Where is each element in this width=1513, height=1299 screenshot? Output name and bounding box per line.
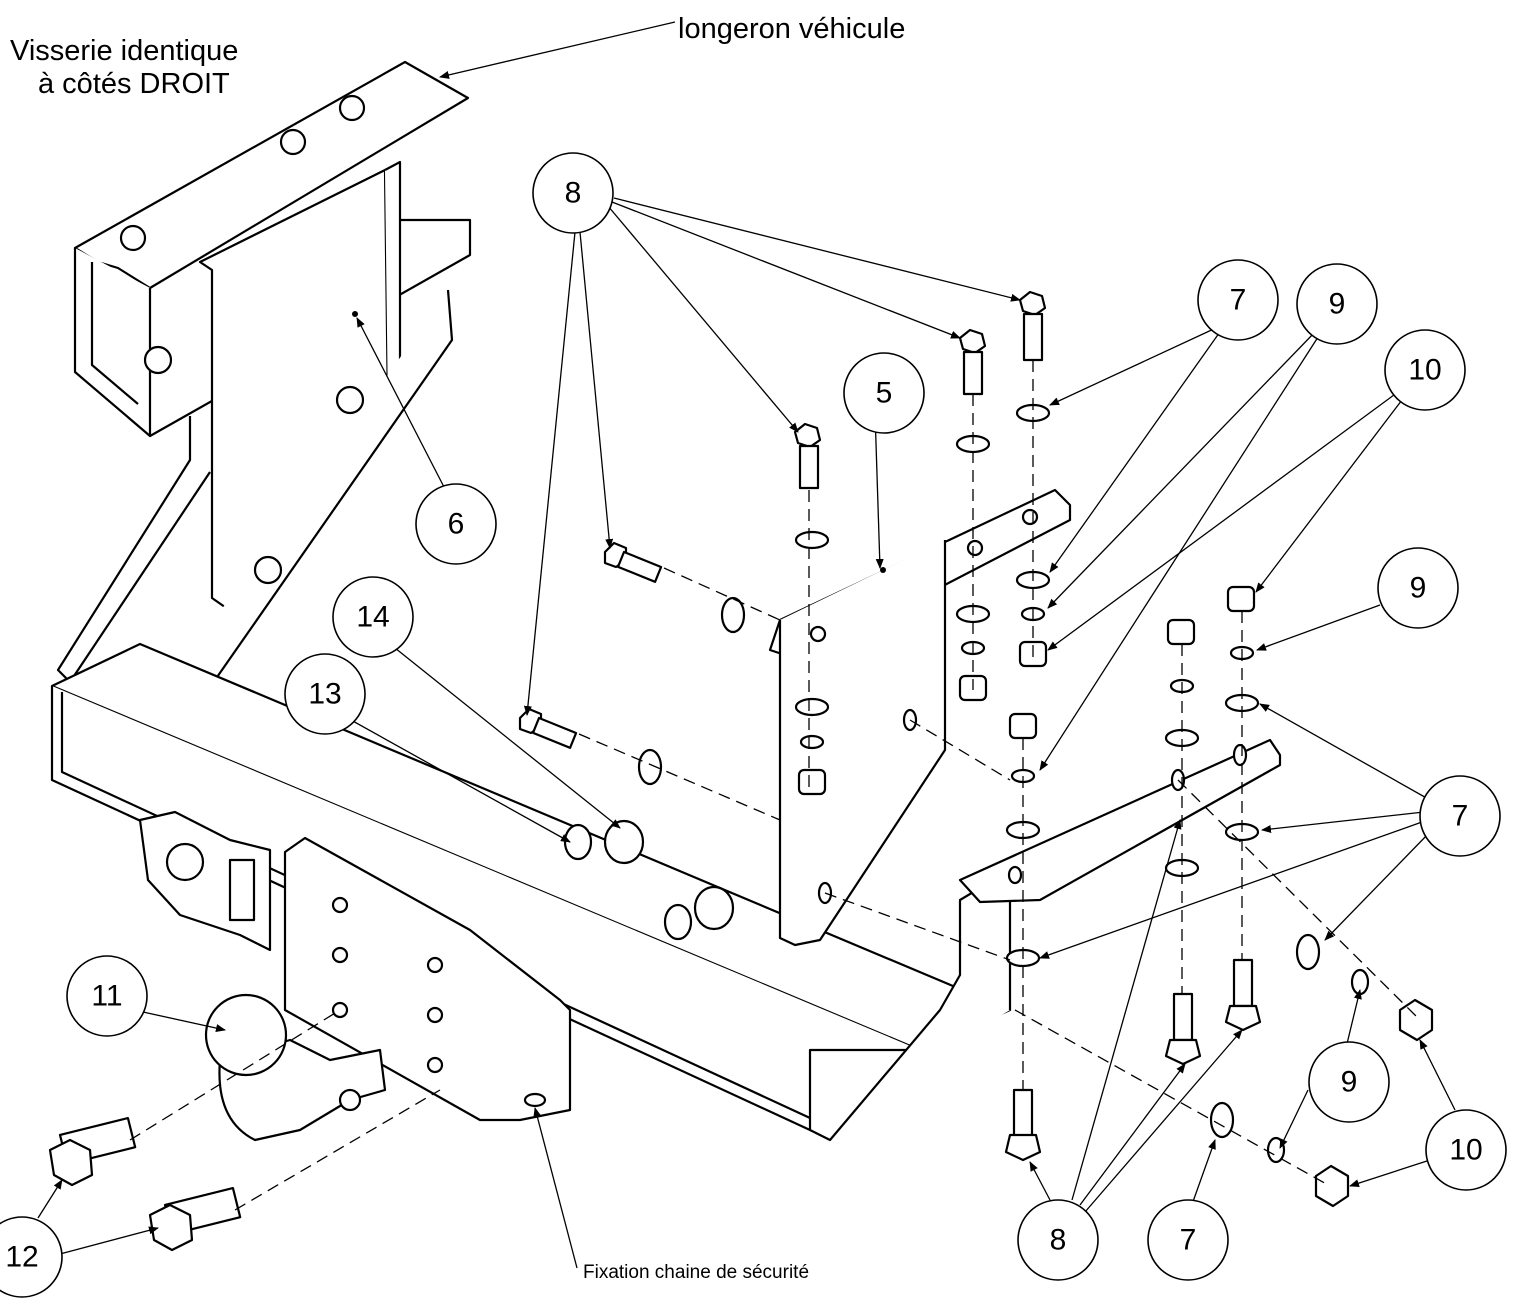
callout-bubble-10-bottom: 10: [1425, 1109, 1507, 1191]
label-hardware-note-1: Visserie identique: [10, 35, 238, 67]
callout-number: 7: [1452, 800, 1469, 833]
callout-bubble-14: 14: [332, 576, 414, 658]
callout-bubble-10-top: 10: [1384, 329, 1466, 411]
assembly-axes: [129, 360, 1421, 1211]
callout-number: 8: [1050, 1224, 1067, 1257]
callout-number: 5: [876, 377, 893, 410]
callout-bubble-7-right: 7: [1419, 775, 1501, 857]
callout-bubble-8-bottom: 8: [1017, 1199, 1099, 1281]
label-vehicle-rail: longeron véhicule: [678, 13, 905, 45]
right-bracket: [768, 488, 1282, 947]
callout-bubble-8-top: 8: [532, 152, 614, 234]
callout-number: 9: [1329, 288, 1346, 321]
socket-plate: [138, 810, 272, 952]
leader-lines: [37, 21, 1456, 1269]
callout-number: 14: [356, 601, 389, 634]
callout-number: 6: [448, 508, 465, 541]
callout-number: 9: [1410, 572, 1427, 605]
callout-number: 13: [308, 678, 341, 711]
callout-bubble-12: 12: [0, 1216, 63, 1298]
ballmount-plate: [204, 836, 572, 1142]
label-safety-chain: Fixation chaine de sécurité: [583, 1262, 809, 1283]
vehicle-rail-bracket: [56, 60, 472, 684]
callout-bubble-7-top: 7: [1197, 259, 1279, 341]
callout-bubble-13: 13: [284, 653, 366, 735]
callout-number: 10: [1449, 1134, 1482, 1167]
callout-bubble-11: 11: [66, 955, 148, 1037]
callout-bubble-9-right: 9: [1377, 547, 1459, 629]
callout-bubble-9-top: 9: [1296, 263, 1378, 345]
label-hardware-note-2: à côtés DROIT: [38, 68, 230, 100]
callout-number: 7: [1180, 1224, 1197, 1257]
callout-number: 9: [1341, 1066, 1358, 1099]
callout-bubble-9-bottom: 9: [1308, 1041, 1390, 1123]
callout-number: 10: [1408, 354, 1441, 387]
callout-number: 11: [91, 980, 122, 1013]
main-crossbar: [50, 642, 1012, 1142]
callout-bubble-7-bottom: 7: [1147, 1199, 1229, 1281]
callout-bubble-6: 6: [415, 483, 497, 565]
callout-number: 8: [565, 177, 582, 210]
callout-number: 12: [5, 1241, 38, 1274]
callout-number: 7: [1230, 284, 1247, 317]
callout-bubble-5: 5: [843, 352, 925, 434]
